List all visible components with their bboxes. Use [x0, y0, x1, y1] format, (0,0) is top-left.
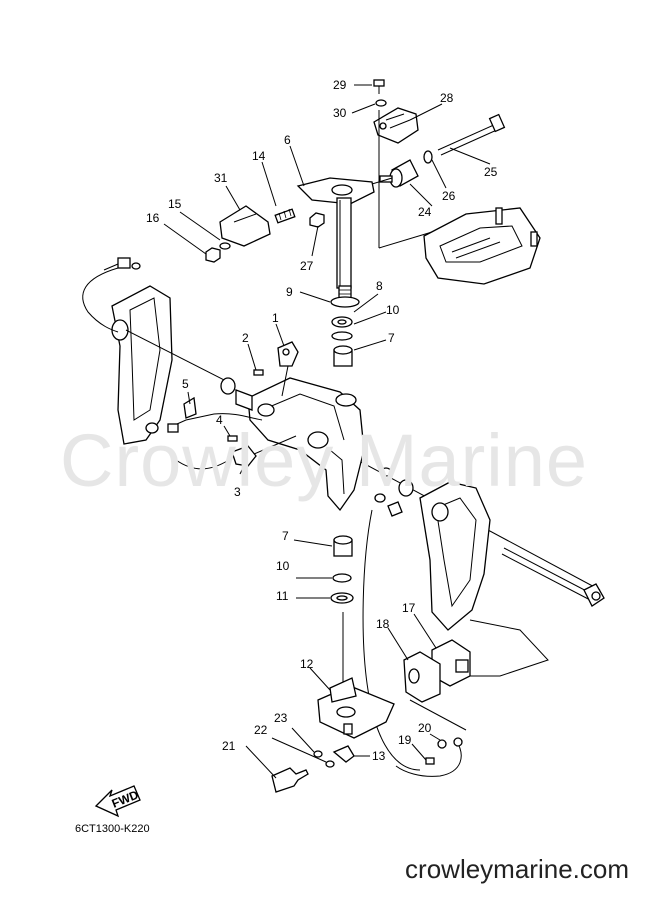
part-10-o-ring-lower [332, 573, 352, 583]
site-url[interactable]: crowleymarine.com [405, 854, 629, 884]
callout-14: 14 [252, 149, 266, 163]
callout-25: 25 [484, 165, 498, 179]
part-11-washer [330, 592, 354, 604]
part-4-screw [227, 435, 238, 442]
callout-5: 5 [182, 377, 189, 391]
part-27-nut [309, 212, 325, 228]
callout-18: 18 [376, 617, 390, 631]
callout-21: 21 [222, 739, 236, 753]
callout-29: 29 [333, 78, 347, 92]
callout-27: 27 [300, 259, 314, 273]
callout-7-lower: 7 [282, 529, 289, 543]
part-21-bolt [271, 767, 309, 793]
callout-2: 2 [242, 331, 249, 345]
callout-7-upper: 7 [388, 331, 395, 345]
ground-cable [395, 737, 463, 777]
callout-10-upper: 10 [386, 303, 400, 317]
part-23-washer [313, 750, 323, 758]
part-8-washer [331, 316, 353, 328]
callout-28: 28 [440, 91, 454, 105]
part-12-lower-bracket [317, 677, 395, 739]
callout-26: 26 [442, 189, 456, 203]
callout-30: 30 [333, 106, 347, 120]
long-through-bolt [501, 547, 605, 607]
part-7-bushing-upper [333, 345, 353, 367]
callout-16: 16 [146, 211, 160, 225]
part-13-clip [332, 745, 355, 763]
callout-labels: 29 30 28 6 14 31 25 26 24 15 16 27 8 9 1… [146, 78, 498, 763]
callout-8: 8 [376, 279, 383, 293]
part-28-bracket [373, 107, 419, 144]
upper-mount-housing [423, 207, 541, 285]
callout-22: 22 [254, 723, 268, 737]
trim-wire [82, 257, 141, 333]
fwd-arrow-icon: FWD [94, 785, 141, 818]
callout-10-lower: 10 [276, 559, 290, 573]
part-15-washer [219, 242, 231, 250]
callout-3: 3 [234, 485, 241, 499]
callout-24: 24 [418, 205, 432, 219]
part-14-stud [274, 208, 296, 224]
part-7-bushing-lower [333, 535, 353, 557]
left-axis-washers [220, 377, 253, 411]
leader-lines [163, 84, 491, 779]
swivel-bracket [247, 377, 365, 512]
part-1-clip [277, 341, 299, 397]
part-20-washer [437, 739, 447, 749]
callout-11: 11 [276, 589, 289, 603]
part-19-screw [425, 757, 435, 765]
left-clamp-bracket [111, 285, 173, 445]
callout-12: 12 [300, 657, 314, 671]
callout-1: 1 [272, 311, 279, 325]
callout-15: 15 [168, 197, 182, 211]
part-24-mount-bushing [379, 159, 419, 188]
part-2-screw [253, 369, 264, 376]
right-axis-parts [374, 467, 414, 517]
callout-13: 13 [372, 749, 386, 763]
part-25-long-bolt [437, 113, 506, 156]
part-18-lower-mount [403, 651, 441, 703]
callout-17: 17 [402, 601, 416, 615]
part-5-ground-lead [167, 396, 263, 433]
part-31-plate [219, 205, 271, 247]
right-clamp-bracket [419, 481, 549, 677]
callout-9: 9 [286, 285, 293, 299]
part-29-bolt [373, 79, 385, 94]
part-26-washer [423, 150, 433, 164]
callout-4: 4 [216, 413, 223, 427]
part-9-bushing [330, 296, 360, 308]
fwd-label: FWD [110, 787, 141, 810]
part-22-spring-washer [325, 760, 335, 768]
callout-23: 23 [274, 711, 288, 725]
callout-6: 6 [284, 133, 291, 147]
callout-19: 19 [398, 733, 412, 747]
callout-31: 31 [214, 171, 228, 185]
part-30-washer [375, 99, 387, 107]
part-6-steering-arm [296, 177, 375, 301]
callout-20: 20 [418, 721, 432, 735]
part-3-clamp [175, 435, 297, 470]
diagram-part-code: 6CT1300-K220 [75, 823, 150, 835]
part-16-nut [205, 247, 221, 263]
part-10-o-ring [331, 331, 353, 341]
